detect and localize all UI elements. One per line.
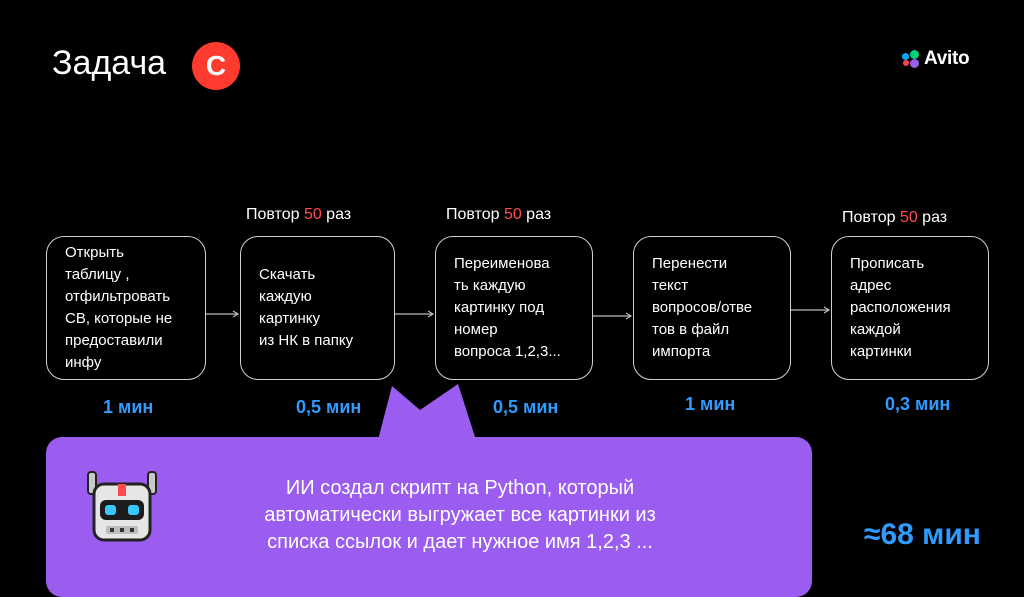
step-time-3: 0,5 мин: [493, 397, 558, 418]
step-time-1: 1 мин: [103, 397, 153, 418]
step-time-4: 1 мин: [685, 394, 735, 415]
step-time-5: 0,3 мин: [885, 394, 950, 415]
robot-icon: [82, 470, 162, 550]
step-time-2: 0,5 мин: [296, 397, 361, 418]
total-time: ≈68 мин: [864, 518, 981, 552]
callout-text: ИИ создал скрипт на Python, который авто…: [210, 475, 710, 556]
arrow-right-icon: [395, 311, 433, 317]
arrow-right-icon: [206, 311, 238, 317]
arrow-right-icon: [791, 307, 829, 313]
arrow-right-icon: [593, 313, 631, 319]
